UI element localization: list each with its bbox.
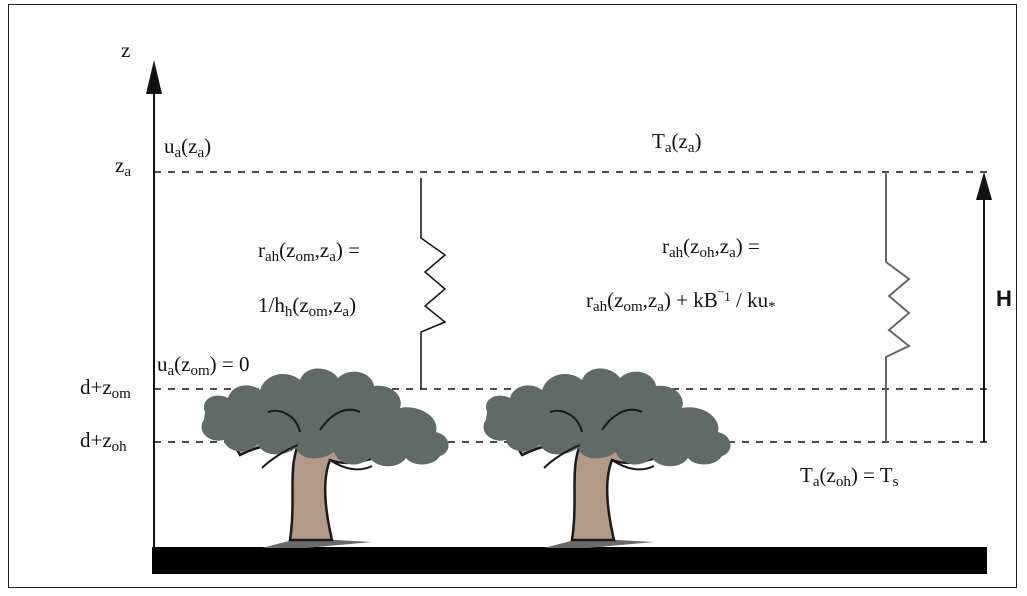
tree-left bbox=[201, 368, 449, 548]
left-resistance-line1: rah(zom,za) = bbox=[258, 238, 361, 265]
temperature-at-za-label: Ta(za) bbox=[652, 129, 702, 156]
right-resistor-symbol bbox=[885, 172, 911, 442]
left-resistor-symbol bbox=[420, 178, 447, 389]
left-resistance-line2: 1/hh(zom,za) bbox=[258, 293, 357, 320]
tree-right-foliage bbox=[483, 368, 731, 467]
z-axis-arrowhead bbox=[146, 60, 162, 94]
tree-left-branches bbox=[261, 408, 373, 471]
tree-left-shadow bbox=[262, 538, 372, 548]
z-axis-label: z bbox=[121, 38, 131, 62]
ground-surface bbox=[152, 547, 987, 574]
tree-right-shadow bbox=[544, 538, 654, 548]
za-level-label: za bbox=[115, 153, 131, 180]
surface-temperature-label: Ta(zoh) = Ts bbox=[800, 463, 899, 490]
wind-speed-at-za-label: ua(za) bbox=[164, 134, 212, 161]
tree-left-foliage bbox=[201, 368, 449, 467]
h-arrowhead bbox=[976, 172, 992, 200]
tree-right bbox=[483, 368, 731, 548]
wind-speed-zero-label: ua(zom) = 0 bbox=[157, 352, 250, 379]
h-height-label: H bbox=[996, 286, 1012, 311]
right-resistance-line1: rah(zoh,za) = bbox=[662, 234, 760, 261]
diagram-frame bbox=[8, 4, 1017, 588]
d-zom-level-label: d+zom bbox=[80, 375, 131, 402]
right-resistance-line2: rah(zom,za) + kB¯1 / ku* bbox=[586, 288, 776, 315]
tree-right-branches bbox=[543, 408, 655, 471]
d-zoh-level-label: d+zoh bbox=[80, 428, 127, 455]
